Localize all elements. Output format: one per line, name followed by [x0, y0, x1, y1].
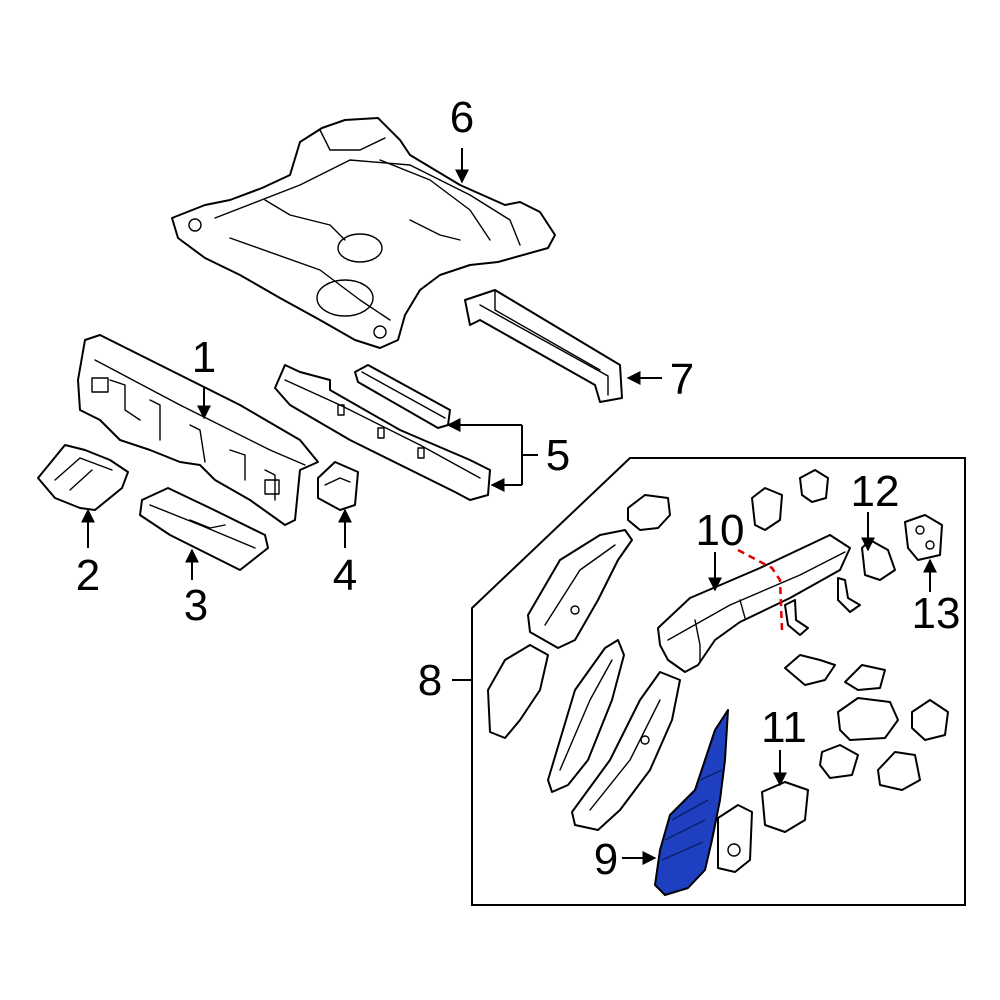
small-bracket-i[interactable] — [911, 699, 949, 741]
callout-11: 11 — [761, 703, 807, 752]
part-10-rear-rail[interactable] — [657, 534, 851, 673]
callout-12: 12 — [851, 467, 900, 516]
part-9-highlighted[interactable] — [654, 709, 729, 896]
callout-3: 3 — [184, 581, 208, 630]
callout-2: 2 — [76, 551, 100, 600]
small-bracket-d[interactable] — [837, 577, 861, 613]
callout-7: 7 — [670, 355, 694, 404]
cut-line — [737, 548, 784, 631]
small-bracket-k[interactable] — [877, 751, 921, 791]
small-bracket-b[interactable] — [751, 487, 783, 531]
part-11-bracket[interactable] — [761, 781, 809, 833]
side-rail-left[interactable] — [487, 644, 549, 739]
callout-1: 1 — [192, 333, 216, 382]
part-5-crossmember-lower[interactable] — [274, 364, 491, 501]
small-bracket-f[interactable] — [784, 654, 836, 686]
part-1-rear-panel[interactable] — [77, 334, 319, 526]
small-bracket-h[interactable] — [837, 697, 899, 741]
callout-8: 8 — [418, 656, 442, 705]
side-rail-lower[interactable] — [571, 671, 681, 831]
callout-9: 9 — [594, 835, 618, 884]
part-3-floor-rail[interactable] — [139, 487, 269, 571]
part-12-bracket[interactable] — [861, 539, 896, 581]
small-bracket-e[interactable] — [784, 599, 809, 636]
part-4-gusset[interactable] — [317, 461, 359, 511]
small-bracket-a[interactable] — [627, 494, 671, 531]
small-bracket-j[interactable] — [819, 744, 859, 779]
callout-6: 6 — [450, 93, 474, 142]
small-bracket-g[interactable] — [844, 664, 886, 691]
side-rail-upper[interactable] — [527, 529, 633, 649]
callout-13: 13 — [912, 589, 961, 638]
callout-10: 10 — [696, 506, 745, 555]
part-13-plate[interactable] — [904, 514, 943, 561]
part-6-rear-floor-pan[interactable] — [171, 117, 556, 349]
side-rail-middle[interactable] — [547, 639, 625, 793]
part-8-group-frame — [471, 457, 966, 906]
part-2-bracket[interactable] — [37, 444, 129, 511]
callout-5: 5 — [546, 431, 570, 480]
callout-4: 4 — [333, 551, 357, 600]
leader-lines — [81, 148, 937, 865]
small-bracket-l[interactable] — [717, 804, 753, 873]
small-bracket-c[interactable] — [799, 469, 829, 503]
part-7-crossmember[interactable] — [464, 289, 623, 403]
